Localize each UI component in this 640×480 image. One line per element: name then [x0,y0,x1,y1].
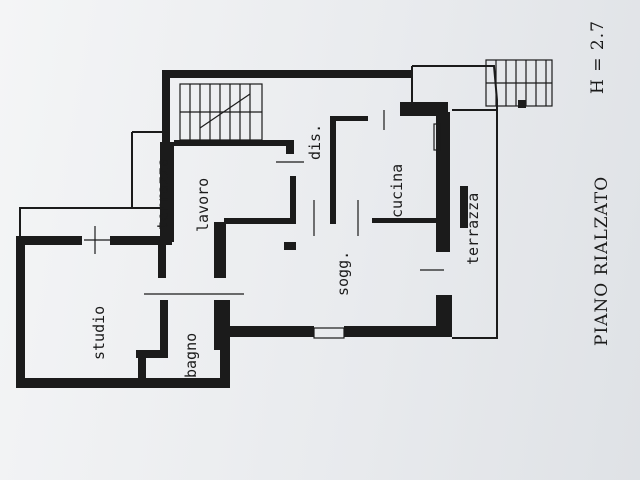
room-label-bagno: bagno [182,332,200,378]
room-label-lavoro: lavoro [194,177,212,232]
interior-walls [136,116,468,378]
terrace-outlines [19,65,498,339]
outer-walls [16,70,452,388]
room-label-dis: dis. [306,123,324,160]
staircase-left [179,83,263,141]
height-note: H = 2.7 [588,20,608,94]
staircase-right [485,59,553,108]
room-label-terrazza-left: terrazza [154,157,172,230]
fixture-marks [84,110,444,339]
room-label-sogg: sogg. [334,250,352,296]
room-label-terrazza-right: terrazza [464,192,482,265]
room-label-studio: studio [90,305,108,360]
plan-title: PIANO RIALZATO [592,175,612,346]
room-label-cucina: cucina [388,163,406,218]
